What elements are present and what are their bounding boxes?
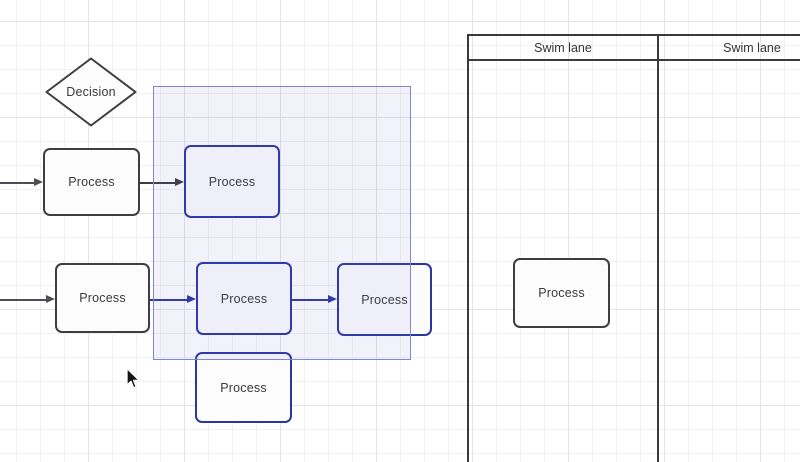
edge-line xyxy=(0,182,37,184)
edge-line xyxy=(0,299,49,301)
process-shape[interactable]: Process xyxy=(55,263,150,333)
shape-label: Process xyxy=(220,380,267,395)
diamond-outline xyxy=(45,57,137,127)
process-shape[interactable]: Process xyxy=(513,258,610,328)
edge-line xyxy=(140,182,178,184)
arrowhead-icon xyxy=(175,178,184,186)
swimlane-1-header[interactable]: Swim lane xyxy=(469,36,657,61)
swimlane-2[interactable]: Swim lane xyxy=(656,36,800,462)
swimlane-2-header[interactable]: Swim lane xyxy=(658,36,800,61)
shape-label: Process xyxy=(220,291,268,306)
shape-label: Process xyxy=(68,175,115,189)
process-shape[interactable]: Process xyxy=(43,148,140,216)
process-shape-selected[interactable]: Process xyxy=(195,352,292,423)
arrowhead-icon xyxy=(328,295,337,303)
arrowhead-icon xyxy=(46,295,55,303)
process-shape-selected[interactable]: Process xyxy=(337,263,432,336)
shape-label: Process xyxy=(538,286,585,300)
edge-line xyxy=(150,299,190,301)
arrowhead-icon xyxy=(187,295,196,303)
shape-label: Process xyxy=(79,291,126,305)
swimlane-container[interactable]: Swim lane Swim lane xyxy=(467,34,800,462)
decision-shape[interactable]: Decision xyxy=(45,57,137,127)
shape-label: Process xyxy=(361,292,408,307)
arrowhead-icon xyxy=(34,178,43,186)
process-shape-selected[interactable]: Process xyxy=(196,262,292,335)
process-shape-selected[interactable]: Process xyxy=(184,145,280,218)
edge-line xyxy=(292,299,331,301)
mouse-cursor-icon xyxy=(125,367,141,395)
shape-label: Decision xyxy=(66,85,116,99)
swimlane-1[interactable]: Swim lane xyxy=(469,36,657,462)
shape-label: Process xyxy=(208,174,256,189)
